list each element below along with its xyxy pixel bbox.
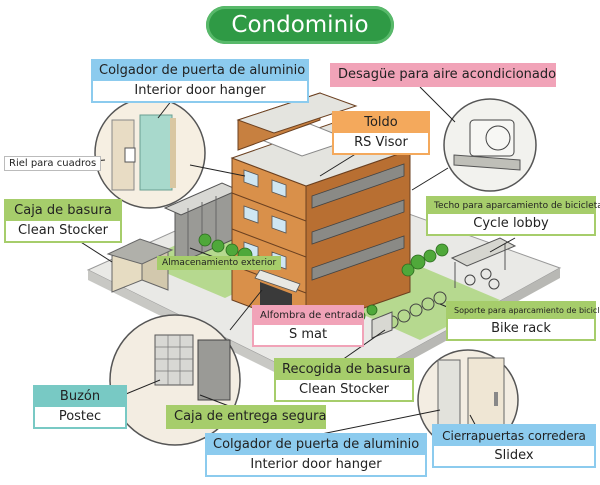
label-entrance-mat: Alfombra de entrada S mat [252,305,364,347]
label-bike-rack: Soporte para aparcamiento de bicicletas … [446,301,600,341]
detail-ac-drain [443,98,537,192]
label-cycle-lobby: Techo para aparcamiento de bicicletas Cy… [426,196,600,236]
trash-box [106,238,174,293]
cycle-lobby [450,237,517,290]
label-sliding-closer: Cierrapuertas corredera Slidex [432,424,596,468]
condo-building [230,92,412,329]
label-delivery-box: Caja de entrega segura [166,405,326,429]
garbage-collection [371,311,393,339]
label-door-hanger-top: Colgador de puerta de aluminio Interior … [91,59,309,103]
label-mailbox: Buzón Postec [33,385,127,429]
label-door-hanger-bottom: Colgador de puerta de aluminio Interior … [205,433,427,477]
label-trash-box: Caja de basura Clean Stocker [4,199,122,243]
label-garbage-collection: Recogida de basura Clean Stocker [274,358,414,402]
label-visor: Toldo RS Visor [332,111,430,155]
label-ac-drain: Desagüe para aire acondicionado [330,63,556,87]
label-outdoor-storage: Almacenamiento exterior [157,256,282,270]
page-title: Condominio [206,6,394,44]
label-picture-rail: Riel para cuadros [4,156,102,171]
detail-door-hanger-top [94,97,206,209]
